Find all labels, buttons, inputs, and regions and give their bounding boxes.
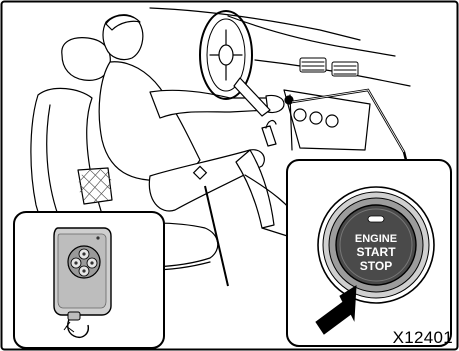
dashboard-top xyxy=(228,16,395,56)
button-label-line3: STOP xyxy=(360,259,392,273)
gear-shifter xyxy=(262,126,276,146)
start-button-inset: ENGINE START STOP xyxy=(287,160,451,346)
seat-headrest xyxy=(62,38,111,81)
air-vents xyxy=(300,58,358,76)
button-label-line2: START xyxy=(356,245,396,259)
push-button-start-icon: ENGINE START STOP xyxy=(336,205,416,285)
start-button-location xyxy=(285,96,293,104)
driver-lower-leg xyxy=(236,150,274,228)
driver-torso xyxy=(99,62,200,181)
button-label-line1: ENGINE xyxy=(355,233,397,245)
climate-knobs xyxy=(294,109,338,127)
figure-reference-code: X12401 xyxy=(393,328,453,348)
windshield-frame xyxy=(150,8,360,40)
